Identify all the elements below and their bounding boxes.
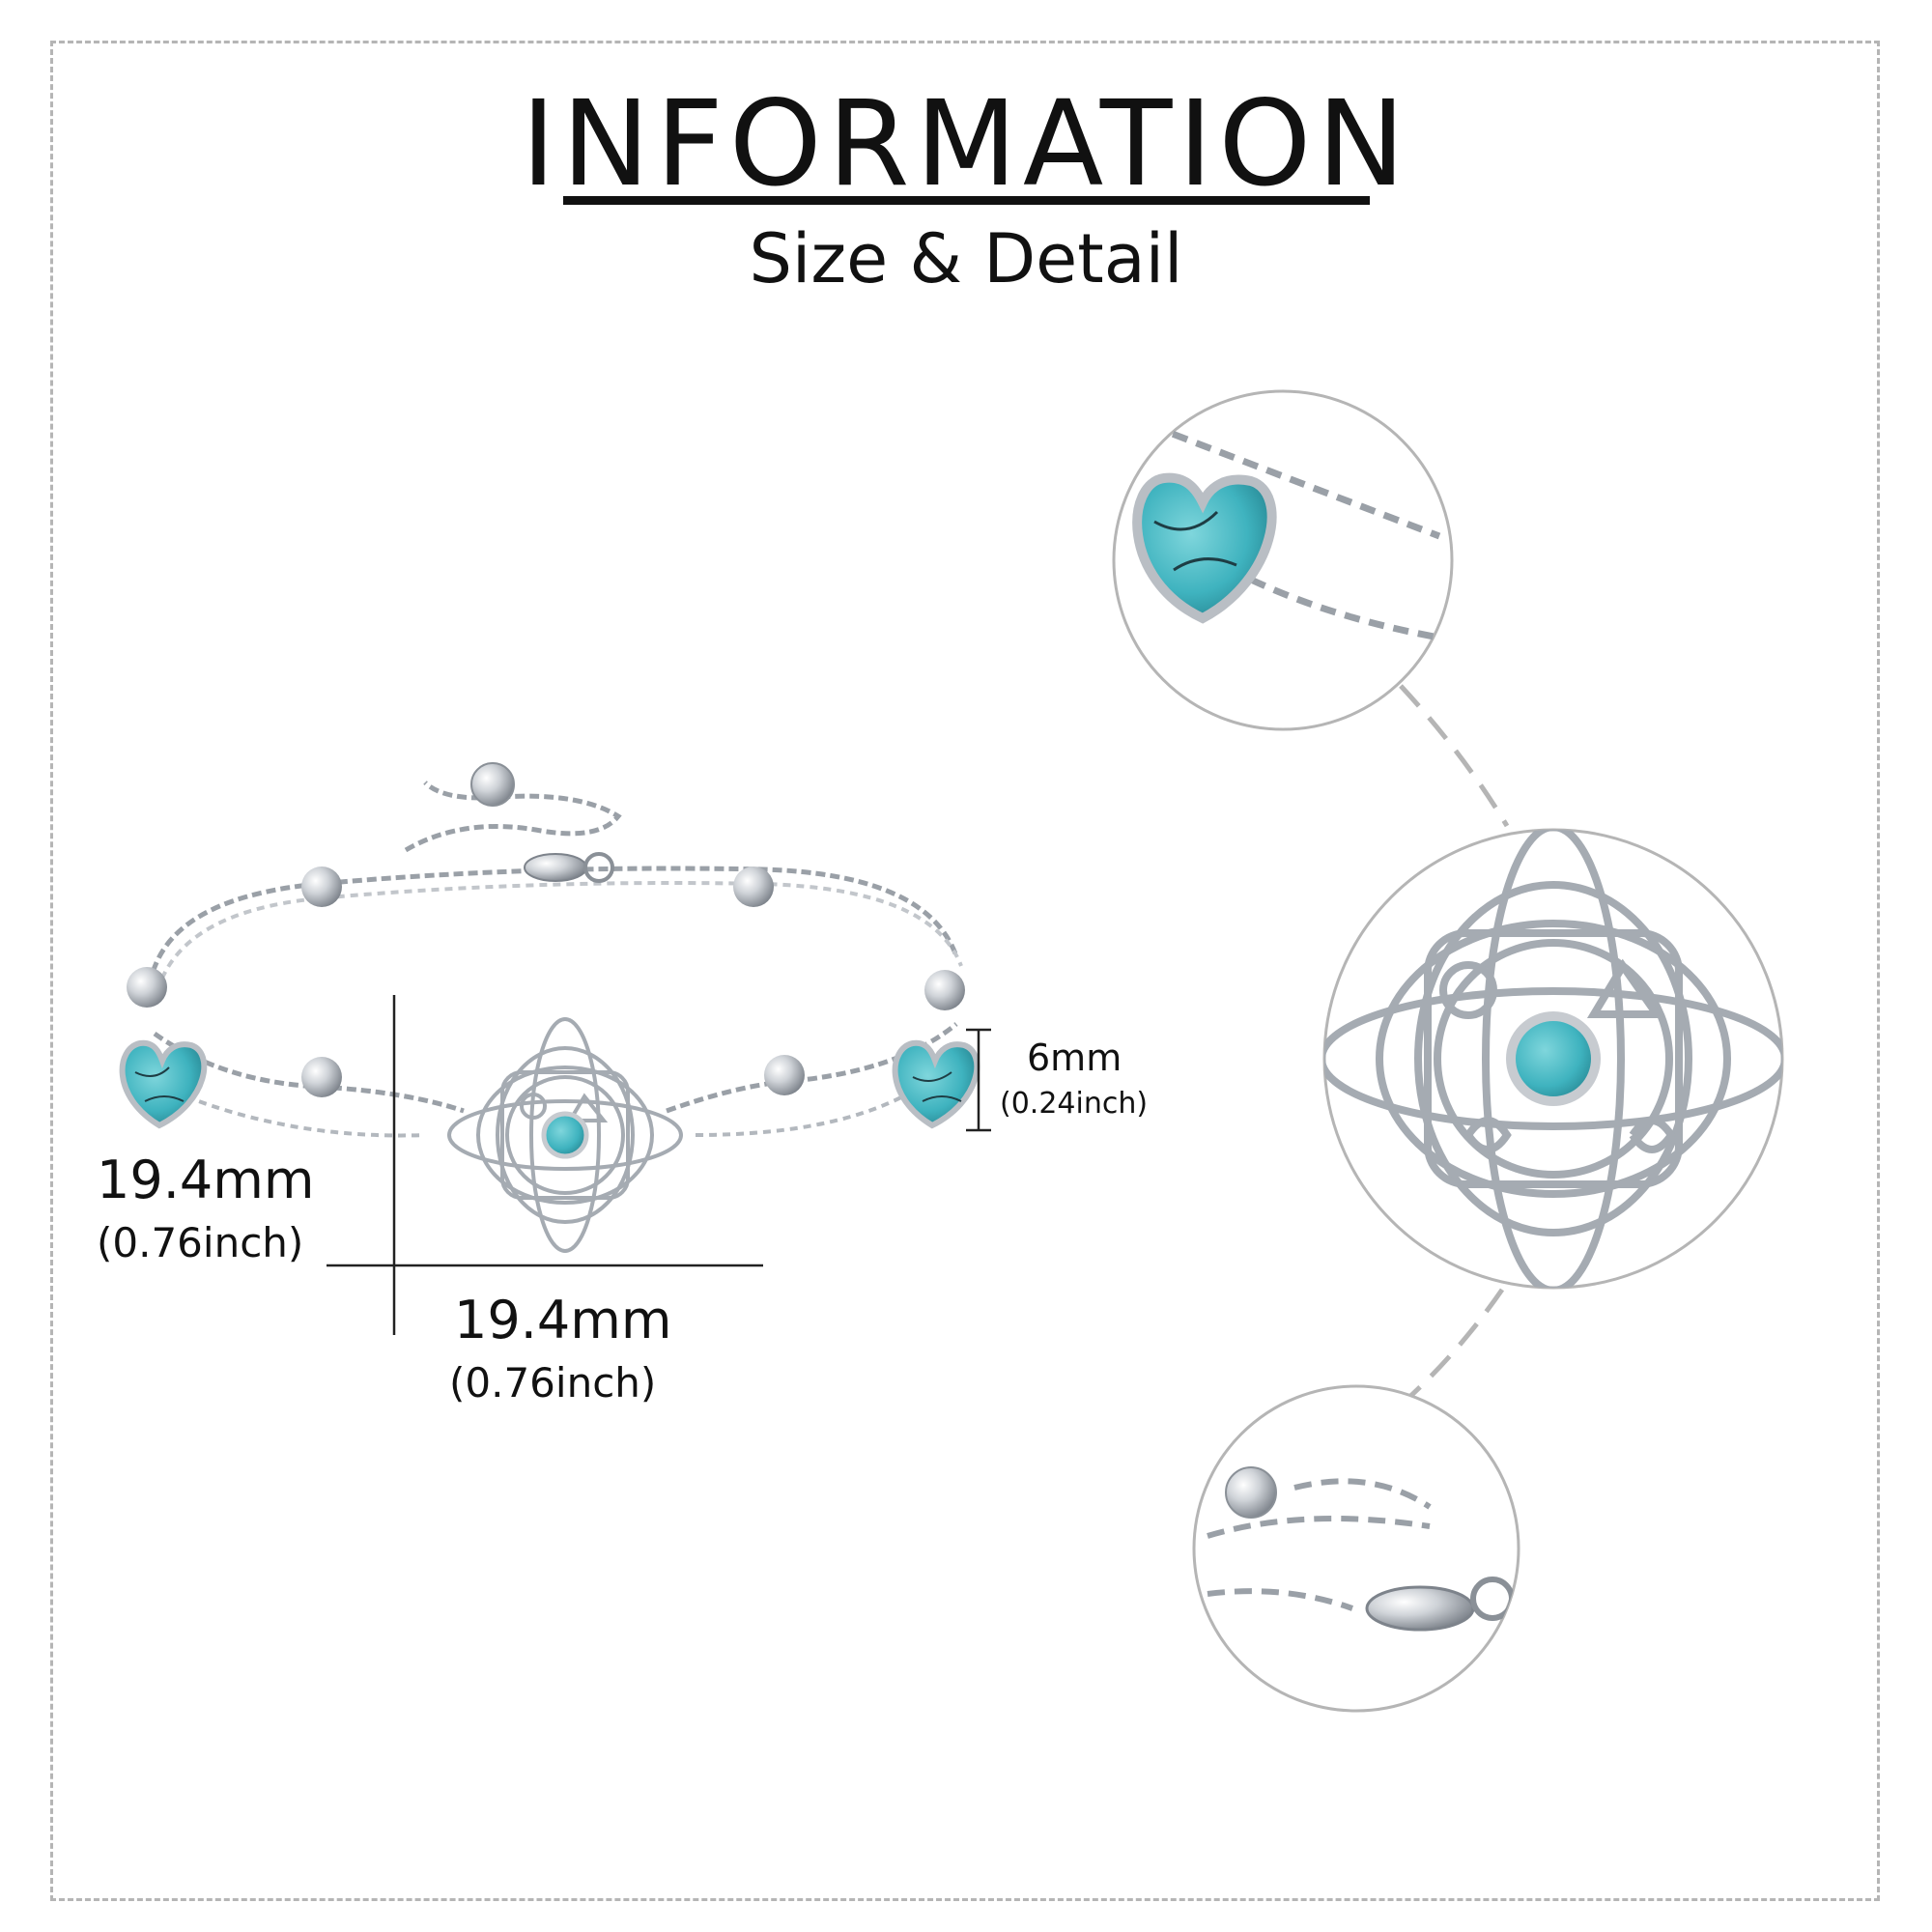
lobster-clasp-detail: [1192, 1384, 1520, 1713]
bead-mm-label: 6mm: [1027, 1037, 1122, 1079]
height-inch-label: (0.76inch): [97, 1219, 304, 1266]
bead: [301, 867, 342, 907]
dashed-frame: [50, 41, 1880, 1901]
page-title: INFORMATION: [521, 75, 1411, 213]
height-mm-label: 19.4mm: [97, 1150, 315, 1210]
heart-charm-detail: [1112, 389, 1454, 731]
bead: [127, 967, 167, 1008]
bead: [301, 1057, 342, 1097]
lobster-clasp: [524, 853, 587, 882]
heart-charm-left: [119, 1039, 208, 1129]
tag-disc: [470, 762, 515, 807]
detail-connectors: [1399, 684, 1510, 1403]
width-inch-label: (0.76inch): [449, 1359, 657, 1406]
width-mm-label: 19.4mm: [454, 1290, 672, 1350]
heart-charm-right: [892, 1039, 980, 1129]
celtic-knot-pendant-detail: [1322, 828, 1784, 1290]
title-underline: [563, 196, 1370, 205]
detail-turquoise-stone: [1506, 1011, 1601, 1106]
upper-chain: [147, 866, 959, 986]
celtic-knot-pendant: [447, 1017, 683, 1253]
bracelet: [119, 762, 980, 1253]
bead-inch-label: (0.24inch): [1000, 1087, 1149, 1121]
pendant-turquoise-stone: [541, 1111, 589, 1159]
bead: [764, 1055, 805, 1095]
measurement-lines: [327, 995, 991, 1335]
bead: [924, 970, 965, 1010]
bead: [733, 867, 774, 907]
page-subtitle: Size & Detail: [749, 219, 1183, 298]
